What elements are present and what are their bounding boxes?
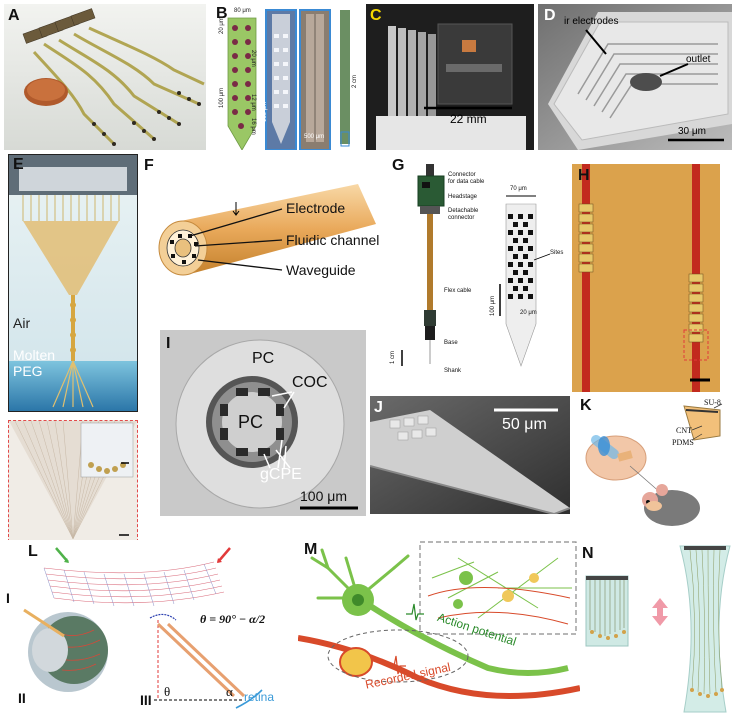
alpha-label: α — [226, 684, 233, 699]
panel-f: F Electrode Fluidic channel Waveguide — [140, 154, 380, 324]
flex-cable-label: Flex cable — [444, 288, 472, 294]
panel-j-label: J — [374, 399, 383, 416]
peg-label: PEG — [13, 363, 43, 379]
panel-n-label: N — [582, 545, 594, 562]
dim-20um-a: 20 μm — [219, 17, 225, 34]
panel-e: E Air Molten PEG — [8, 154, 138, 412]
sub-ii-label: II — [18, 690, 26, 706]
coc-label: COC — [292, 374, 328, 391]
panel-c-label: C — [370, 7, 382, 24]
pc-inner-label: PC — [238, 412, 264, 432]
panel-b: B 80 μm 20 μm — [210, 4, 362, 150]
fluidic-channel-label: Fluidic channel — [286, 232, 380, 248]
dim-16um: 16 μm — [250, 118, 256, 135]
brain-implant-illustration — [585, 403, 723, 526]
width-70um: 70 μm — [510, 186, 527, 192]
pdms-label: PDMS — [672, 438, 694, 447]
electrode-label: Electrode — [286, 200, 346, 216]
scale-30um: 30 μm — [678, 126, 706, 137]
dim-150um: 150 μm — [262, 101, 268, 122]
retina-label: retina — [244, 690, 275, 704]
air-label: Air — [13, 315, 31, 331]
panel-b-label: B — [216, 5, 228, 22]
dim-2cm: 2 cm — [352, 74, 358, 88]
panel-l-label: L — [28, 543, 38, 560]
fiber-tip-micrograph — [9, 421, 137, 541]
panel-h-label: H — [578, 167, 590, 184]
shank-schematic — [227, 9, 350, 150]
panel-d: D ir electrodes outlet 30 μm — [538, 4, 732, 150]
panel-h: H — [572, 164, 720, 392]
sub-iii-label: III — [140, 692, 152, 708]
panel-i-label: I — [166, 335, 171, 352]
base-label: Base — [444, 340, 458, 346]
theta-label: θ — [164, 684, 171, 699]
panel-a-label: A — [8, 7, 20, 24]
cnt-label: CNT — [676, 426, 692, 435]
neuron-recording-illustration — [298, 541, 580, 699]
pc-outer-label: PC — [252, 350, 275, 367]
headstage-label: Headstage — [448, 194, 478, 200]
panel-f-label: F — [144, 157, 154, 174]
panel-n: N — [580, 540, 732, 716]
sub-i-label: I — [6, 590, 10, 606]
dim-12um: 12 μm — [250, 94, 256, 111]
dim-100um: 100 μm — [219, 87, 225, 108]
angle-formula: θ = 90° − α/2 — [200, 612, 266, 626]
molten-label: Molten — [13, 347, 56, 363]
panel-a: A — [4, 4, 206, 150]
scale-22mm: 22 mm — [450, 112, 487, 126]
probe-tip-sem-j — [370, 396, 570, 514]
scale-50um: 50 μm — [502, 416, 547, 433]
shank-label: Shank — [444, 368, 462, 374]
multifunction-fiber-schematic — [158, 184, 376, 276]
flexible-array-illustration — [4, 4, 206, 150]
panel-m: M Action potential Recorded signal — [298, 538, 580, 716]
panel-k-label: K — [580, 397, 592, 414]
dim-20um-b: 20 μm — [250, 50, 256, 67]
outlet-label: outlet — [686, 54, 711, 65]
ir-electrodes-label: ir electrodes — [564, 16, 619, 27]
panel-g: G Connector for data cable Head — [388, 154, 568, 382]
height-100um: 100 μm — [490, 295, 496, 316]
outlet-hole — [630, 73, 662, 91]
neuropixels-probe-schematic — [401, 164, 551, 367]
panel-c: C 22 mm — [366, 4, 534, 150]
probe-tip-sem — [538, 4, 732, 150]
panel-d-label: D — [544, 7, 556, 24]
panel-l: L I II III θ = 90° − α/2 θ α retina — [4, 540, 294, 716]
dual-shank-micrograph — [572, 164, 720, 392]
scale-1cm: 1 cm — [390, 350, 396, 364]
detachable-label-2: connector — [448, 215, 475, 221]
retinal-mesh-illustration — [23, 547, 263, 709]
connector-label-2: for data cable — [448, 179, 485, 185]
scale-100um: 100 μm — [300, 488, 347, 504]
detachable-label-1: Detachable — [448, 208, 479, 214]
dim-500um: 500 μm — [304, 134, 325, 140]
fiber-cross-section — [160, 330, 366, 516]
gcpe-label: gCPE — [260, 466, 302, 483]
panel-m-label: M — [304, 541, 318, 558]
su8-label: SU-8 — [704, 398, 721, 407]
panel-k: K SU-8 CNT PDMS — [574, 396, 732, 534]
panel-e-label: E — [13, 156, 24, 173]
spacing-20um: 20 μm — [520, 310, 537, 316]
sites-label: Sites — [550, 250, 564, 256]
panel-e-inset — [8, 420, 138, 542]
waveguide-label: Waveguide — [286, 262, 356, 278]
panel-j: J 50 μm — [370, 396, 570, 514]
dim-80um: 80 μm — [234, 8, 251, 14]
stacked-probe-photo — [366, 4, 534, 150]
fiber-drawing-schematic — [9, 155, 137, 411]
connector-label-1: Connector — [448, 172, 476, 178]
panel-i: I PC COC PC gCPE 100 μm — [160, 330, 366, 516]
panel-g-label: G — [392, 157, 405, 174]
stretchable-array-illustration — [585, 545, 731, 713]
